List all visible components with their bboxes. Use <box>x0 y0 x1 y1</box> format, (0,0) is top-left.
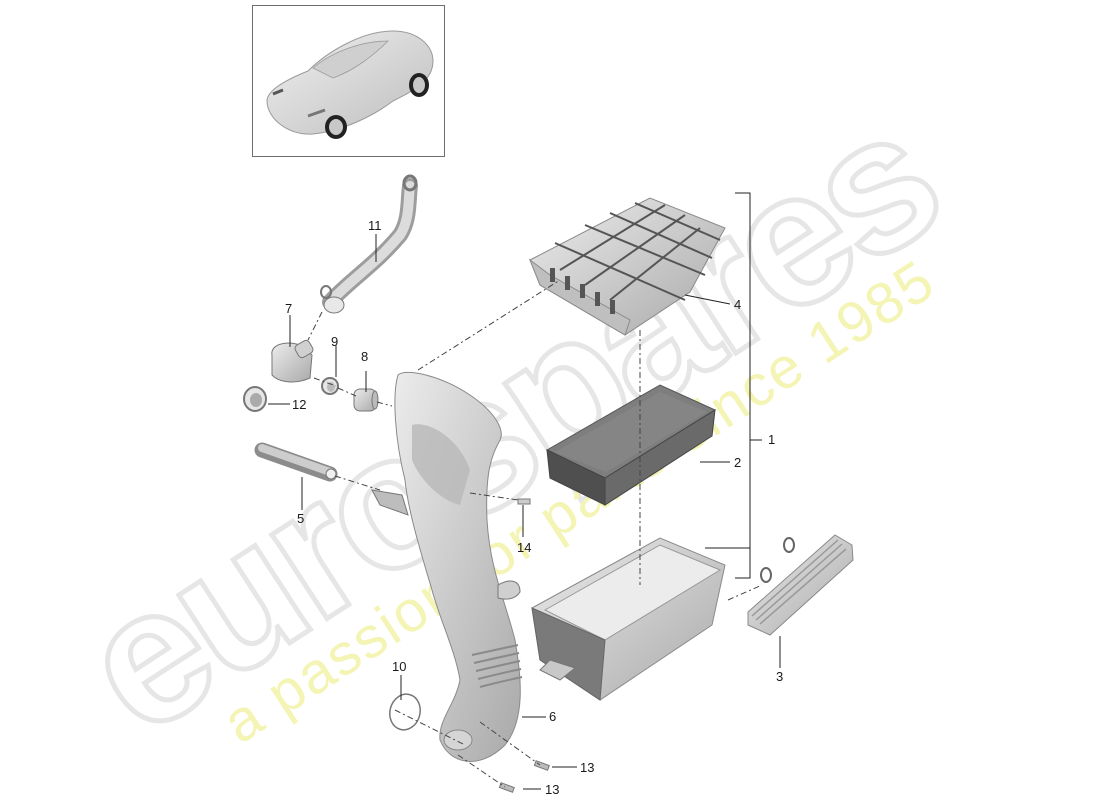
part-13-screw[interactable] <box>498 760 550 793</box>
watermark-tagline: a passion for parts since 1985 <box>212 247 947 756</box>
car-icon <box>266 30 434 139</box>
part-5-vent-hose[interactable] <box>254 442 338 482</box>
callout-3[interactable]: 3 <box>776 669 784 684</box>
callout-2[interactable]: 2 <box>734 455 742 470</box>
callout-13[interactable]: 13 <box>545 782 560 797</box>
part-14-screw[interactable] <box>517 498 531 505</box>
part-10-o-ring[interactable] <box>386 691 424 734</box>
part-6-intake-duct[interactable] <box>371 371 523 762</box>
part-11-hose[interactable] <box>320 174 418 314</box>
callout-7[interactable]: 7 <box>285 301 293 316</box>
callout-8[interactable]: 8 <box>361 349 369 364</box>
part-9-clamp[interactable] <box>321 377 339 395</box>
callout-12[interactable]: 12 <box>292 397 307 412</box>
part-12-grommet[interactable] <box>243 386 267 412</box>
part-7-valve[interactable] <box>271 339 315 383</box>
callout-4[interactable]: 4 <box>734 297 742 312</box>
callout-14[interactable]: 14 <box>517 540 532 555</box>
callout-1[interactable]: 1 <box>768 432 776 447</box>
part-4-upper-housing[interactable] <box>528 197 726 336</box>
callout-13[interactable]: 13 <box>580 760 595 775</box>
watermark-brand: eurospares <box>47 71 971 774</box>
vehicle-thumbnail <box>252 5 445 157</box>
callout-9[interactable]: 9 <box>331 334 339 349</box>
callout-10[interactable]: 10 <box>392 659 407 674</box>
callout-5[interactable]: 5 <box>297 511 305 526</box>
part-3-intake-adapter[interactable] <box>747 534 854 636</box>
callout-6[interactable]: 6 <box>549 709 557 724</box>
assembly-lines <box>307 279 763 788</box>
callout-11[interactable]: 11 <box>368 218 382 233</box>
part-1-lower-housing[interactable] <box>531 537 726 701</box>
leader-lines <box>268 192 781 790</box>
part-2-air-filter[interactable] <box>545 384 717 506</box>
part-8-connector[interactable] <box>353 388 379 412</box>
